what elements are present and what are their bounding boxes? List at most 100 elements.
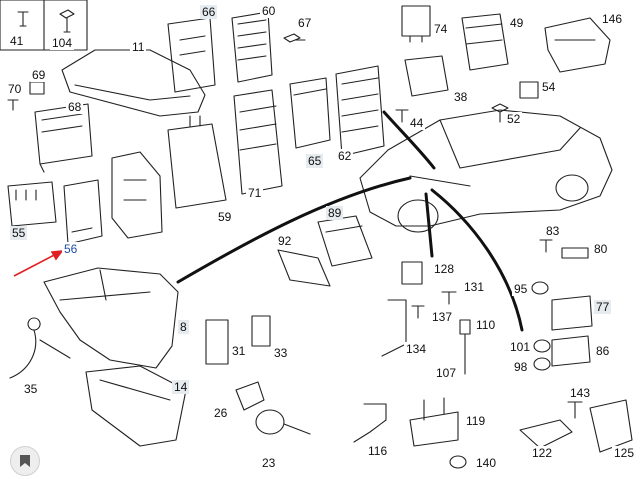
- screw-143: [567, 401, 583, 419]
- bracket-plate: [111, 151, 163, 239]
- part-label-59: 59: [216, 210, 234, 224]
- module-66: [167, 17, 216, 93]
- module-56: [63, 179, 103, 245]
- part-label-26: 26: [212, 406, 230, 420]
- part-label-95: 95: [512, 282, 530, 296]
- part-label-86: 86: [594, 344, 612, 358]
- cover-14: [85, 365, 187, 447]
- relay-74: [401, 5, 431, 43]
- bookmark-button[interactable]: [10, 446, 40, 476]
- part-label-134: 134: [404, 342, 429, 356]
- bracket-92: [277, 249, 331, 287]
- strip-55: [7, 181, 57, 227]
- part-label-92: 92: [276, 234, 294, 248]
- module-49: [461, 13, 509, 71]
- module-89: [317, 215, 373, 267]
- module-62: [335, 65, 385, 157]
- part-23: [255, 409, 311, 435]
- part-label-74: 74: [432, 22, 450, 36]
- part-label-23: 23: [260, 456, 278, 470]
- clip-69: [29, 81, 45, 95]
- screw-67: [283, 33, 306, 43]
- part-label-107: 107: [434, 366, 459, 380]
- part-26: [235, 381, 265, 411]
- clip-95: [531, 281, 549, 295]
- part-label-83: 83: [544, 224, 562, 238]
- tray-8: [43, 267, 179, 369]
- screw-83: [539, 239, 553, 253]
- part-label-69: 69: [30, 68, 48, 82]
- screw-131: [441, 291, 457, 305]
- part-label-128: 128: [432, 262, 457, 276]
- module-68: [34, 103, 93, 173]
- pad-77: [551, 295, 593, 331]
- part-label-44: 44: [408, 116, 426, 130]
- part-label-55: 55: [10, 226, 28, 240]
- part-label-49: 49: [508, 16, 526, 30]
- part-label-31: 31: [230, 344, 248, 358]
- part-label-71: 71: [246, 186, 264, 200]
- cover-11: [61, 49, 206, 117]
- part-label-70: 70: [6, 82, 24, 96]
- leader-pads: [430, 188, 524, 332]
- clip-80: [561, 247, 589, 259]
- leader-fusebox: [382, 110, 436, 170]
- part-label-41: 41: [8, 34, 26, 48]
- part-label-65: 65: [306, 154, 324, 168]
- part-label-143: 143: [568, 386, 593, 400]
- part-label-125: 125: [612, 446, 637, 460]
- bracket-122: [519, 419, 573, 449]
- holder-38: [404, 55, 449, 97]
- rear-wheel: [555, 174, 589, 202]
- module-71: [233, 89, 283, 195]
- part-label-60: 60: [260, 4, 278, 18]
- part-label-104: 104: [50, 36, 75, 50]
- leader-sensor: [424, 192, 434, 258]
- part-label-33: 33: [272, 346, 290, 360]
- screw-44: [395, 109, 409, 123]
- clip-125: [589, 399, 633, 453]
- grommet-101: [533, 339, 551, 353]
- cable-35: [9, 317, 71, 379]
- part-label-122: 122: [530, 446, 555, 460]
- bolt-104: [59, 9, 75, 33]
- part-label-14: 14: [172, 380, 190, 394]
- part-label-54: 54: [540, 80, 558, 94]
- part-label-101: 101: [508, 340, 533, 354]
- grommet-140: [449, 455, 467, 469]
- sensor-110: [459, 319, 471, 375]
- box-59: [167, 115, 227, 209]
- bracket-116: [353, 403, 387, 443]
- part-label-116: 116: [366, 444, 390, 458]
- part-label-146: 146: [600, 12, 625, 26]
- screw-70: [7, 99, 19, 111]
- front-wheel: [397, 199, 439, 233]
- screw-137: [411, 305, 425, 319]
- leader-tray: [176, 176, 412, 284]
- part-label-56: 56: [62, 242, 80, 256]
- part-label-8: 8: [178, 320, 189, 334]
- sensor-128: [401, 261, 423, 285]
- part-label-62: 62: [336, 149, 354, 163]
- part-label-77: 77: [594, 300, 612, 314]
- pad-86: [551, 335, 591, 367]
- part-label-66: 66: [200, 5, 218, 19]
- part-label-98: 98: [512, 360, 530, 374]
- highlight-arrow: [13, 250, 64, 277]
- part-label-68: 68: [66, 100, 84, 114]
- part-label-38: 38: [452, 90, 470, 104]
- part-label-52: 52: [505, 112, 523, 126]
- part-label-80: 80: [592, 242, 610, 256]
- bracket-54: [519, 81, 539, 99]
- part-label-35: 35: [22, 382, 40, 396]
- module-60: [231, 11, 273, 83]
- grommet-98: [533, 357, 551, 371]
- block-146: [544, 17, 611, 73]
- part-33: [251, 315, 271, 347]
- screw-41: [17, 11, 29, 27]
- part-label-67: 67: [296, 16, 314, 30]
- bookmark-icon: [20, 455, 30, 467]
- module-65: [289, 77, 331, 149]
- part-label-140: 140: [474, 456, 499, 470]
